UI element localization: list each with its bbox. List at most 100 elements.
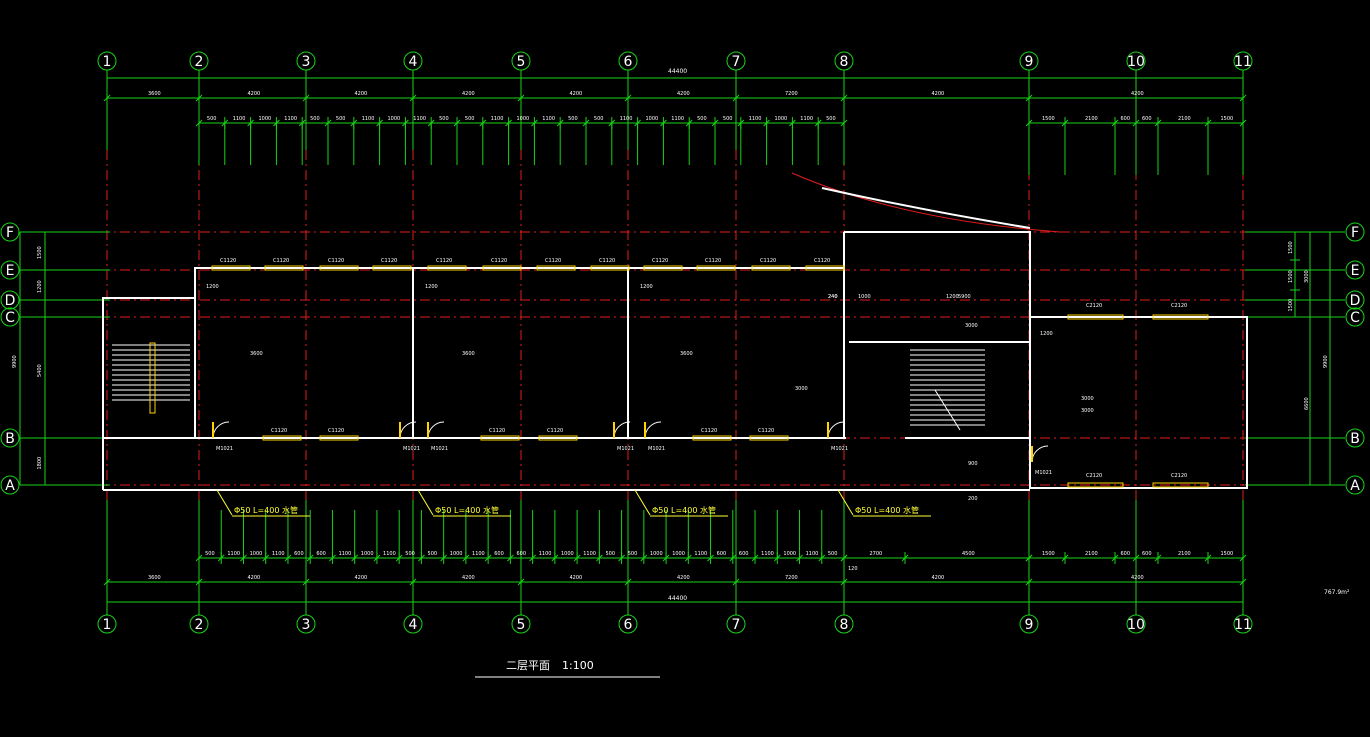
dim-top-detail-label: 1100 <box>362 116 375 122</box>
window-top-label: C1120 <box>328 258 344 264</box>
axis-bubble <box>403 51 423 71</box>
window-bottom <box>262 435 302 441</box>
axis-bubble <box>726 614 746 634</box>
dimension-lines <box>19 70 1345 615</box>
room-dim-label: 3000 <box>1081 408 1094 414</box>
door-label: M1021 <box>617 446 634 452</box>
window-top-label: C1120 <box>220 258 236 264</box>
door-label: M1021 <box>1035 470 1052 476</box>
dim-bottom-detail-label: 500 <box>628 551 638 557</box>
wall-stair-top <box>844 231 1031 317</box>
axis-bubble-label: D <box>5 293 16 309</box>
dim-bottom-detail-label: 1100 <box>539 551 552 557</box>
axis-bubble-label: F <box>1351 225 1359 241</box>
dim-bottom-detail-r-label: 2100 <box>1085 551 1098 557</box>
window-bottom-label: C1120 <box>489 428 505 434</box>
window-top-label: C1120 <box>491 258 507 264</box>
door-swing <box>644 421 662 439</box>
room-dim-label: 200 <box>968 496 978 502</box>
dim-top-detail-label: 1100 <box>800 116 813 122</box>
axis-bubble-label: 4 <box>409 617 418 633</box>
dim-bottom-bays-label: 3600 <box>148 575 161 581</box>
dim-top-bays-slash <box>840 94 848 102</box>
dim-top-bays-slash <box>1239 94 1247 102</box>
dim-bottom-detail-r-label: 1500 <box>1221 551 1234 557</box>
room-dim-label: 1200 <box>1040 331 1053 337</box>
axis-bubble-label: E <box>6 263 15 279</box>
window-bottom <box>692 435 732 441</box>
axis-bubble-label: 7 <box>732 54 741 70</box>
top-total-dim: 44400 <box>668 68 687 75</box>
window-top-label: C1120 <box>705 258 721 264</box>
door-label: M1021 <box>216 446 233 452</box>
axis-bubble-label: F <box>6 225 14 241</box>
axis-bubble-label: 4 <box>409 54 418 70</box>
dim-bottom-detail-label: 1000 <box>361 551 374 557</box>
dim-top-detail-label: 1100 <box>413 116 426 122</box>
dim-bottom-detail-label: 600 <box>316 551 326 557</box>
drawing-scale: 1:100 <box>562 659 594 672</box>
axis-bubble-label: A <box>1350 478 1360 494</box>
dim-top-bays-label: 4200 <box>932 91 945 97</box>
dim-top-bays-slash <box>624 94 632 102</box>
dim-left-label: 5400 <box>37 364 43 377</box>
dim-bottom-detail-r-label: 2100 <box>1178 551 1191 557</box>
window-top <box>643 265 683 271</box>
room-dim-label: 3000 <box>1081 396 1094 402</box>
pipe-leader <box>634 489 651 516</box>
window-top <box>211 265 251 271</box>
dim-top-detail-label: 500 <box>568 116 578 122</box>
dim-top-bays-label: 4200 <box>1131 91 1144 97</box>
dim-bottom-bays-slash <box>103 578 111 586</box>
dim-bottom-mid-slash <box>840 554 848 562</box>
window-bottom-label: C1120 <box>701 428 717 434</box>
dim-top-bays-slash <box>517 94 525 102</box>
window-top <box>427 265 467 271</box>
dim-top-detail-label: 1000 <box>388 116 401 122</box>
dim-bottom-bays-slash <box>302 578 310 586</box>
dim-bottom-detail-label: 600 <box>739 551 749 557</box>
dim-bottom-bays-slash <box>732 578 740 586</box>
window-top <box>536 265 576 271</box>
axis-bubble <box>296 614 316 634</box>
dim-bottom-bays-label: 4200 <box>1131 575 1144 581</box>
dim-top-bays-label: 4200 <box>677 91 690 97</box>
dim-bottom-detail-label: 1000 <box>783 551 796 557</box>
axis-bubble-label: 1 <box>103 54 112 70</box>
dim-top-detail-label: 500 <box>826 116 836 122</box>
dim-top-detail-r-label: 2100 <box>1178 116 1191 122</box>
window-bottom-label: C1120 <box>328 428 344 434</box>
dim-bottom-detail-label: 1100 <box>694 551 707 557</box>
window-top <box>372 265 412 271</box>
dim-right-label: 1500 <box>1288 299 1294 312</box>
dim-bottom-detail-label: 1100 <box>272 551 285 557</box>
axis-bubble <box>511 614 531 634</box>
dim-bottom-detail-label: 600 <box>494 551 504 557</box>
axis-bubble <box>0 260 20 280</box>
dim-top-bays-label: 7200 <box>785 91 798 97</box>
bottom-total-dim: 44400 <box>668 595 687 602</box>
window-bottom <box>319 435 359 441</box>
room-dim-label: 240 <box>828 294 838 300</box>
dim-bottom-detail-label: 500 <box>428 551 438 557</box>
room-dim-label: 5900 <box>958 294 971 300</box>
axis-bubble <box>1345 222 1365 242</box>
axis-bubble <box>1126 51 1146 71</box>
axis-bubble-label: 10 <box>1127 54 1145 70</box>
dim-top-bays-slash <box>732 94 740 102</box>
axis-bubble <box>189 51 209 71</box>
dim-bottom-detail-r-slash <box>1132 554 1140 562</box>
axis-bubble-label: C <box>1350 310 1360 326</box>
window-top-label: C1120 <box>760 258 776 264</box>
axis-bubble <box>618 614 638 634</box>
dim-right-total: 9900 <box>1323 355 1329 368</box>
dim-bottom-detail-label: 1100 <box>227 551 240 557</box>
axis-bubble-label: 2 <box>195 54 204 70</box>
dim-top-bays-label: 4200 <box>355 91 368 97</box>
dim-bottom-detail-label: 1000 <box>672 551 685 557</box>
stair-handrail-left <box>149 342 156 414</box>
axis-bubble <box>1345 475 1365 495</box>
window-top-label: C1120 <box>381 258 397 264</box>
window-top <box>751 265 791 271</box>
